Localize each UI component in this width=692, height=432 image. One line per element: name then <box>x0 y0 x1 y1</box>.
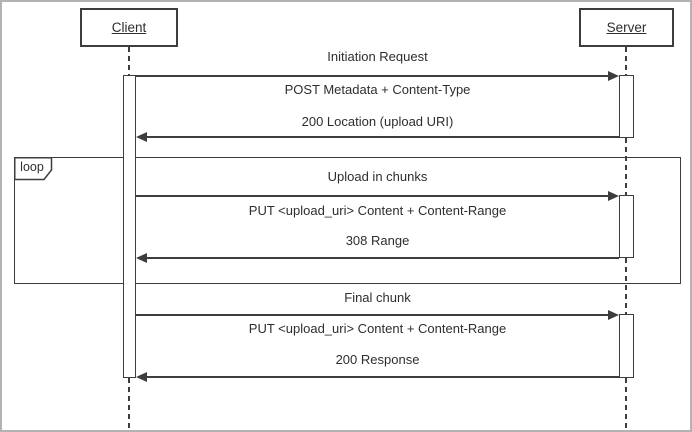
response-message-label: 200 Location (upload URI) <box>301 114 454 129</box>
actor-server-label: Server <box>606 20 647 35</box>
server-activation-bar <box>619 314 634 378</box>
response-message-label: 308 Range <box>345 233 410 248</box>
message-group-title: Initiation Request <box>327 49 428 64</box>
client-lifeline <box>128 47 130 75</box>
client-lifeline <box>128 378 130 428</box>
arrowhead-right-icon <box>608 71 619 81</box>
actor-client-box: Client <box>80 8 178 47</box>
message-group-title: Upload in chunks <box>327 169 428 184</box>
request-arrow-line <box>136 195 610 197</box>
server-activation-bar <box>619 75 634 138</box>
request-arrow-line <box>136 314 610 316</box>
loop-operator-label: loop <box>20 160 44 174</box>
response-arrow-line <box>146 257 619 259</box>
server-lifeline <box>625 138 627 195</box>
loop-fragment-frame <box>14 157 681 284</box>
arrowhead-right-icon <box>608 310 619 320</box>
message-group-title: Final chunk <box>344 290 411 305</box>
response-arrow-line <box>146 136 619 138</box>
server-lifeline <box>625 258 627 314</box>
response-arrow-line <box>146 376 619 378</box>
response-message-label: 200 Response <box>335 352 420 367</box>
actor-server-box: Server <box>579 8 674 47</box>
request-message-label: PUT <upload_uri> Content + Content-Range <box>248 321 507 336</box>
request-arrow-line <box>136 75 610 77</box>
server-lifeline <box>625 47 627 75</box>
arrowhead-left-icon <box>136 253 147 263</box>
request-message-label: POST Metadata + Content-Type <box>284 82 471 97</box>
request-message-label: PUT <upload_uri> Content + Content-Range <box>248 203 507 218</box>
arrowhead-left-icon <box>136 372 147 382</box>
loop-tab-shape <box>14 157 53 181</box>
server-activation-bar <box>619 195 634 258</box>
client-activation-bar <box>123 75 136 378</box>
arrowhead-right-icon <box>608 191 619 201</box>
server-lifeline <box>625 378 627 428</box>
actor-client-label: Client <box>111 20 147 35</box>
arrowhead-left-icon <box>136 132 147 142</box>
